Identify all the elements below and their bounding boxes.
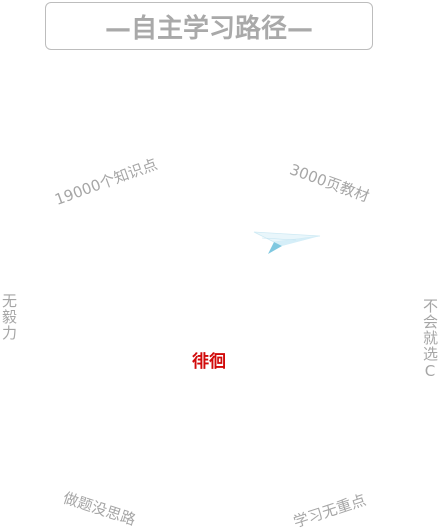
paper-plane-icon	[253, 231, 321, 254]
label-do-problems: 做题没思路	[60, 488, 138, 530]
label-no-focus: 学习无重点	[291, 490, 369, 532]
page-title: —自主学习路径—	[104, 13, 313, 44]
title-box: —自主学习路径—	[45, 2, 373, 50]
label-no-perseverance: 无毅力	[0, 293, 18, 341]
label-wont-choose: 不会就选C	[421, 298, 439, 381]
label-textbook-pages: 3000页教材	[287, 160, 372, 206]
center-word: 徘徊	[192, 352, 226, 372]
label-knowledge-points: 19000个知识点	[52, 155, 160, 209]
